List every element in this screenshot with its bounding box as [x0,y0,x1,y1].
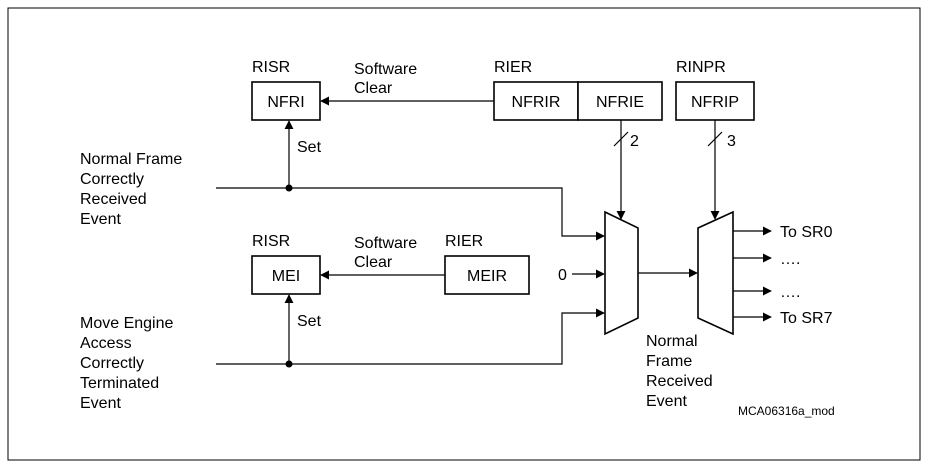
rier-label-bottom: RIER [445,233,483,250]
mux-zero-input: 0 [558,267,567,284]
event-normal-frame-line1: Normal Frame [80,151,182,168]
event-normal-frame-line4: Event [80,211,121,228]
nfrir-label: NFRIR [512,94,561,111]
output-label-sr0: To SR0 [780,224,833,241]
nfrip-label: NFRIP [691,94,739,111]
set-label-top: Set [297,139,322,156]
normal-frame-event-wire [216,187,605,241]
event-normal-frame-line2: Correctly [80,171,144,188]
meir-register [444,255,530,295]
nfri-register [251,81,321,121]
mux-output-label-line4: Event [646,393,687,410]
rier-label-top: RIER [494,59,532,76]
event-move-engine-line2: Access [80,335,132,352]
event-move-engine-line4: Terminated [80,375,159,392]
demultiplexer [697,210,734,336]
event-normal-frame-line3: Received [80,191,147,208]
nfrip-bus-slash [707,131,723,147]
risr-label-bottom: RISR [252,233,290,250]
output-label-sr7: To SR7 [780,310,833,327]
junction-dot-top [285,184,293,192]
move-engine-event-wire [216,308,605,365]
multiplexer [604,210,639,336]
meir-label: MEIR [467,268,507,285]
risr-label-top: RISR [252,59,290,76]
nfrie-bus-slash [613,131,629,147]
rinpr-label: RINPR [676,59,726,76]
mei-register [251,255,321,295]
output-label-dots-1: …. [780,251,800,268]
mux-output-label-line3: Received [646,373,713,390]
nfrie-label: NFRIE [596,94,644,111]
junction-dot-bottom [285,360,293,368]
software-clear-top-line1: Software [354,61,417,78]
output-label-dots-2: …. [780,284,800,301]
software-clear-top-line2: Clear [354,80,393,97]
event-move-engine-line5: Event [80,395,121,412]
mux-output-label-line1: Normal [646,333,698,350]
mux-output-label-line2: Frame [646,353,692,370]
figure-id: MCA06316a_mod [738,404,835,418]
software-clear-bottom-line1: Software [354,235,417,252]
nfrie-bus-width: 2 [630,133,639,150]
event-move-engine-line3: Correctly [80,355,144,372]
event-move-engine-line1: Move Engine [80,315,173,332]
nfrie-register [577,81,663,121]
software-clear-bottom-line2: Clear [354,254,393,271]
nfri-label: NFRI [267,94,304,111]
nfrir-register [493,81,579,121]
set-label-bottom: Set [297,313,322,330]
mei-label: MEI [272,268,300,285]
nfrip-bus-width: 3 [727,133,736,150]
